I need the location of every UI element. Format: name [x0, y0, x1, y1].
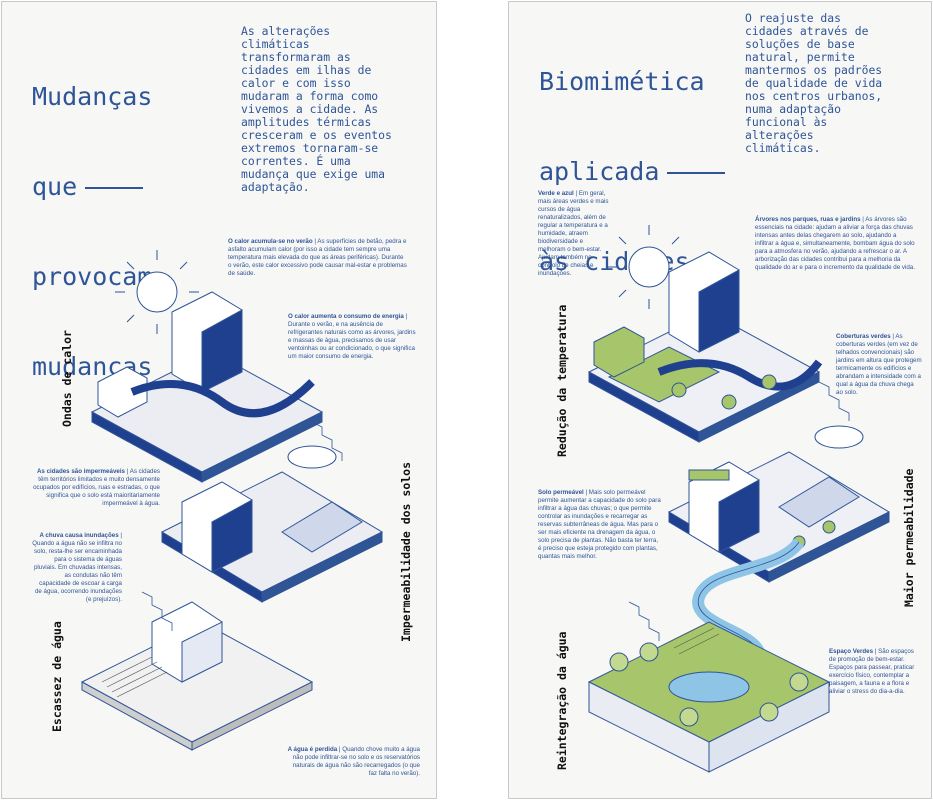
note-permeable-soil: Solo permeável | Mais solo permeável per…: [538, 489, 661, 560]
reintegration-block: [587, 621, 831, 773]
label-temperature-reduction: Redução da temperatura: [555, 304, 569, 457]
label-greater-permeability: Maior permeabilidade: [902, 468, 916, 607]
label-soil-impermeability: Impermeabilidade dos solos: [399, 461, 413, 642]
label-water-reintegration: Reintegração da água: [555, 631, 569, 770]
left-panel: Mudanças que provocam mudanças As altera…: [1, 1, 437, 799]
note-rain-floods: A chuva causa inundações | Quando a água…: [32, 532, 122, 603]
title-dash: [85, 187, 144, 189]
note-green-and-blue: Verde e azul | Em geral, mais áreas verd…: [538, 190, 609, 277]
note-green-roofs: Coberturas verdes | As coberturas verdes…: [836, 333, 922, 396]
right-title-line-2: aplicada: [539, 157, 660, 186]
stairs: [141, 421, 343, 631]
note-energy-consumption: O calor aumenta o consumo de energia | D…: [288, 313, 416, 360]
left-title-line-1: Mudanças: [32, 82, 153, 111]
right-title-line-1: Biomimética: [539, 67, 705, 96]
stairs: [628, 381, 850, 641]
nature-city-illustration: [587, 225, 891, 773]
heat-block: [90, 291, 324, 483]
right-panel: Biomimética aplicada às cidades. O reaju…: [508, 1, 932, 799]
sun-icon: [607, 225, 691, 309]
title-dash: [667, 172, 726, 174]
note-cities-impermeable: As cidades são impermeáveis | As cidades…: [33, 468, 160, 507]
left-title-line-2: que: [32, 172, 78, 201]
note-trees: Árvores nos parques, ruas e jardins | As…: [755, 216, 915, 271]
cooling-block: [587, 251, 823, 443]
scarcity-block: [80, 601, 314, 751]
note-water-lost: A água é perdida | Quando chove muito a …: [287, 746, 420, 777]
right-intro: O reajuste das cidades através de soluçõ…: [745, 11, 883, 155]
left-intro: As alterações climáticas transformaram a…: [241, 24, 392, 194]
note-green-spaces: Espaço Verdes | São espaços de promoção …: [829, 648, 915, 695]
label-water-scarcity: Escassez de água: [50, 621, 64, 732]
flood-block: [160, 445, 384, 603]
note-heat-accumulates: O calor acumula-se no verão | As superfí…: [228, 238, 407, 277]
permeability-block: [667, 425, 891, 583]
problem-city-illustration: [80, 250, 384, 751]
label-heat-waves: Ondas de calor: [60, 330, 74, 427]
sun-icon: [115, 250, 199, 334]
